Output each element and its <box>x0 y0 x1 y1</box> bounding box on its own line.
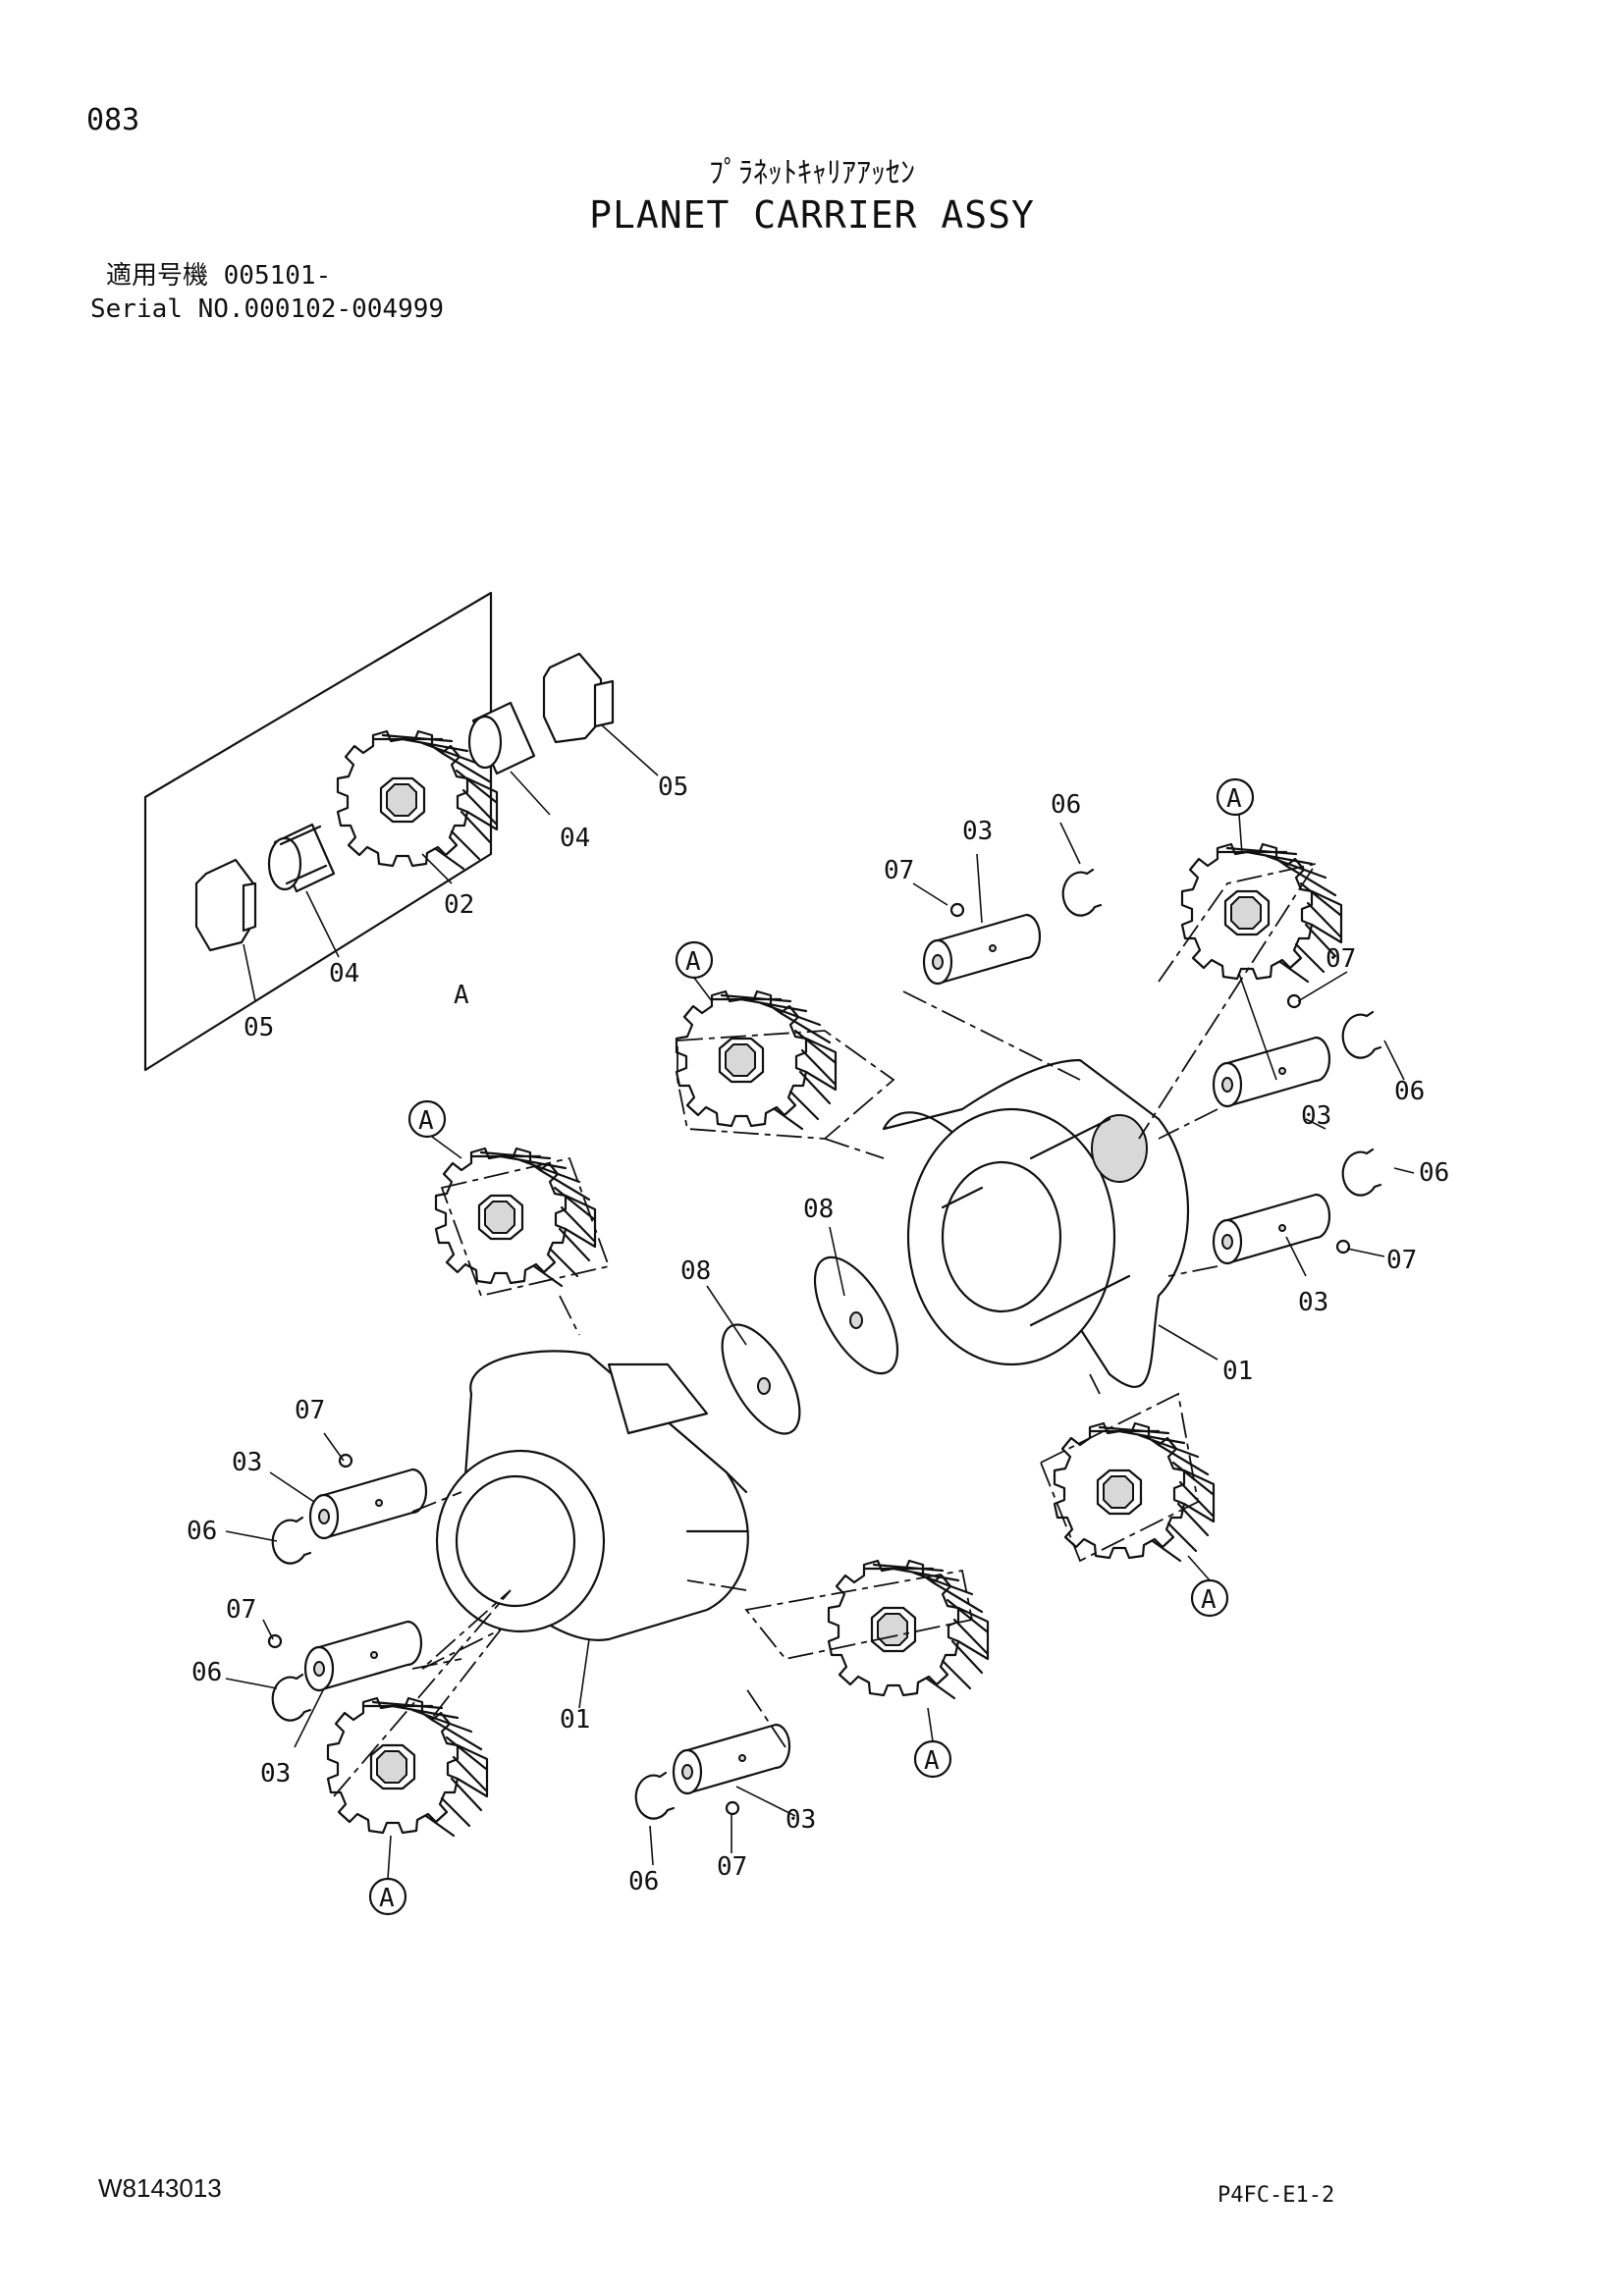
callout-04: 04 <box>329 959 359 988</box>
planet-gear-a-4 <box>1053 1421 1216 1563</box>
planet-pin-4 <box>308 1468 428 1540</box>
snap-ring-2 <box>1341 1010 1382 1059</box>
planet-pin-3 <box>1212 1193 1331 1265</box>
sheet-code: P4FC-E1-2 <box>1218 2183 1335 2208</box>
callout-03: 03 <box>232 1448 262 1477</box>
callout-06: 06 <box>191 1658 222 1687</box>
callout-06: 06 <box>1051 790 1081 820</box>
applicable-serial-range: Serial NO.000102-004999 <box>90 294 445 324</box>
thrust-plate-right <box>542 652 615 744</box>
snap-ring-4 <box>271 1516 312 1565</box>
callout-04: 04 <box>560 824 590 853</box>
needle-bearing-right <box>467 701 536 775</box>
drawing-code: W8143013 <box>98 2173 222 2203</box>
leader-lines <box>225 723 1415 1866</box>
callout-03: 03 <box>1301 1101 1331 1131</box>
callout-06: 06 <box>1419 1158 1449 1188</box>
callout-07: 07 <box>884 856 914 885</box>
page-number: 083 <box>86 103 140 137</box>
page-title: PLANET CARRIER ASSY <box>589 193 1035 237</box>
applicable-serial-japanese: 適用号機 005101- <box>106 261 332 291</box>
callout-07: 07 <box>295 1396 325 1425</box>
planet-pin-5 <box>303 1620 423 1692</box>
part-callouts: 05 04 02 04 05 A 03 06 07 07 06 03 06 07… <box>187 773 1449 1896</box>
svg-text:A: A <box>685 947 701 977</box>
svg-text:A: A <box>924 1746 940 1776</box>
callout-02: 02 <box>444 890 474 920</box>
callout-01: 01 <box>1222 1357 1253 1386</box>
thrust-washer-right <box>813 1255 899 1375</box>
planet-carrier-right <box>882 1058 1189 1389</box>
callout-06: 06 <box>1394 1077 1425 1106</box>
callout-03: 03 <box>785 1805 816 1835</box>
planet-gear-a-6 <box>326 1696 489 1838</box>
assembly-lines <box>333 862 1318 1797</box>
needle-bearing-left <box>267 823 336 893</box>
snap-ring-1 <box>1061 868 1103 917</box>
planet-gear-a-1 <box>1180 842 1343 984</box>
callout-03: 03 <box>1298 1288 1328 1317</box>
planet-gear-a-2 <box>675 989 838 1131</box>
callout-05: 05 <box>244 1013 274 1042</box>
sub-assembly-a-frame <box>143 591 493 1072</box>
callout-06: 06 <box>628 1867 659 1896</box>
svg-text:A: A <box>1201 1585 1217 1615</box>
circled-a-markers: A A A A A A <box>368 777 1255 1916</box>
callout-08: 08 <box>803 1195 834 1224</box>
planet-gear-a-3 <box>434 1147 597 1288</box>
snap-ring-5 <box>271 1673 312 1722</box>
snap-ring-6 <box>634 1771 676 1820</box>
planet-pin-6 <box>672 1723 791 1795</box>
callout-05: 05 <box>658 773 688 802</box>
callout-08: 08 <box>680 1256 711 1286</box>
svg-text:A: A <box>1226 784 1242 814</box>
callout-06: 06 <box>187 1517 217 1546</box>
callout-07: 07 <box>717 1852 747 1882</box>
planet-pin-1 <box>922 913 1042 986</box>
svg-text:A: A <box>379 1884 395 1913</box>
thrust-washer-left <box>721 1323 801 1435</box>
title-japanese: ﾌﾟﾗﾈｯﾄｷｬﾘｱｱｯｾﾝ <box>709 156 915 190</box>
callout-a: A <box>454 981 469 1010</box>
svg-text:A: A <box>418 1106 434 1136</box>
thrust-plate-left <box>194 858 257 952</box>
planet-pin-2 <box>1212 1036 1331 1108</box>
snap-ring-3 <box>1341 1148 1382 1197</box>
callout-03: 03 <box>962 817 993 846</box>
planet-carrier-left <box>435 1350 749 1641</box>
callout-07: 07 <box>1326 944 1356 974</box>
callout-03: 03 <box>260 1759 291 1789</box>
callout-01: 01 <box>560 1705 590 1735</box>
callout-07: 07 <box>1386 1246 1417 1275</box>
callout-07: 07 <box>226 1595 256 1625</box>
